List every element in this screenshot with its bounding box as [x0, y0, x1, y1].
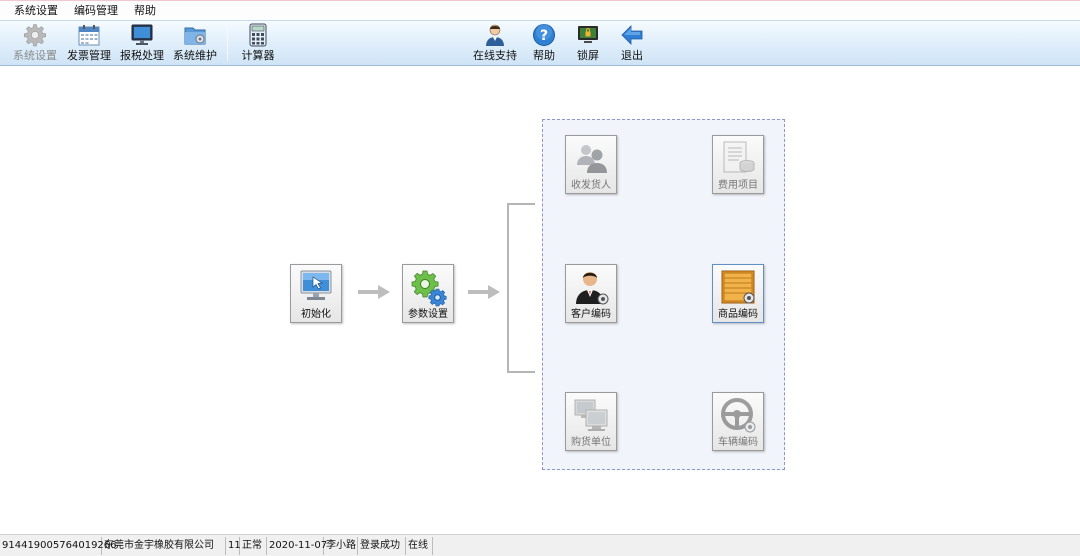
toolbar-online-support-button[interactable]: 在线支持: [470, 23, 520, 65]
goods-box-icon: [721, 270, 755, 304]
status-period: 11: [226, 536, 241, 555]
init-label: 初始化: [301, 309, 331, 320]
vehicle-code-button[interactable]: 车辆编码: [712, 392, 764, 451]
customer-code-label: 客户编码: [571, 309, 611, 320]
toolbar-label: 系统设置: [13, 49, 57, 62]
toolbar-system-settings-button[interactable]: 系统设置: [10, 23, 60, 65]
menu-help[interactable]: 帮助: [134, 3, 156, 17]
status-user: 李小路: [324, 536, 358, 555]
buyer-unit-button[interactable]: 购货单位: [565, 392, 617, 451]
buyer-unit-label: 购货单位: [571, 437, 611, 448]
status-state: 正常: [240, 536, 267, 555]
toolbar-invoice-button[interactable]: 发票管理: [64, 23, 114, 65]
exit-arrow-icon: [621, 25, 643, 45]
toolbar-label: 退出: [621, 49, 643, 62]
params-settings-label: 参数设置: [408, 309, 448, 320]
toolbar-help-button[interactable]: ? 帮助: [526, 23, 562, 65]
menu-code-management[interactable]: 编码管理: [74, 3, 118, 17]
toolbar-label: 计算器: [241, 49, 275, 62]
flow-bracket: [507, 203, 535, 373]
steering-wheel-icon: [721, 398, 756, 433]
toolbar-label: 锁屏: [577, 49, 599, 62]
status-online: 在线: [406, 536, 433, 555]
init-button[interactable]: 初始化: [290, 264, 342, 323]
invoice-calendar-icon: [78, 25, 100, 46]
status-company: 东莞市金宇橡胶有限公司: [102, 536, 226, 555]
customer-icon: [576, 272, 609, 305]
computer-cursor-icon: [300, 270, 332, 300]
monitor-icon: [131, 24, 153, 45]
toolbar-label: 报税处理: [120, 49, 164, 62]
buyer-computers-icon: [574, 399, 608, 431]
help-icon: ?: [533, 24, 555, 46]
toolbar-label: 系统维护: [173, 49, 217, 62]
menu-system-settings[interactable]: 系统设置: [14, 3, 58, 17]
workspace: 初始化 参数设置 收发货人: [0, 67, 1080, 532]
status-bar: 914419005764019266 东莞市金宇橡胶有限公司 11 正常 202…: [0, 534, 1080, 556]
status-date: 2020-11-07: [267, 536, 327, 555]
status-tax-id: 914419005764019266: [0, 536, 117, 555]
status-login: 登录成功: [358, 536, 406, 555]
calculator-icon: [249, 23, 267, 47]
vehicle-code-label: 车辆编码: [718, 437, 758, 448]
lock-screen-icon: [578, 26, 598, 43]
toolbar-maintenance-button[interactable]: 系统维护: [170, 23, 220, 65]
toolbar-exit-button[interactable]: 退出: [614, 23, 650, 65]
toolbar-label: 发票管理: [67, 49, 111, 62]
gear-icon: [24, 24, 46, 47]
expense-item-label: 费用项目: [718, 180, 758, 191]
toolbar-label: 在线支持: [473, 49, 517, 62]
goods-code-button[interactable]: 商品编码: [712, 264, 764, 323]
menu-bar: 系统设置 编码管理 帮助: [0, 0, 1080, 20]
consignee-button[interactable]: 收发货人: [565, 135, 617, 194]
gears-icon: [411, 270, 447, 307]
svg-text:?: ?: [540, 28, 548, 44]
folder-gear-icon: [184, 27, 206, 45]
toolbar-tax-filing-button[interactable]: 报税处理: [117, 23, 167, 65]
consignee-icon: [577, 145, 607, 173]
toolbar-label: 帮助: [533, 49, 555, 62]
expense-item-icon: [723, 141, 755, 173]
toolbar-calculator-button[interactable]: 计算器: [235, 23, 281, 65]
consignee-label: 收发货人: [571, 180, 611, 191]
params-settings-button[interactable]: 参数设置: [402, 264, 454, 323]
support-person-icon: [486, 24, 504, 46]
toolbar: 系统设置 发票管理 报税处理: [0, 20, 1080, 66]
toolbar-lock-screen-button[interactable]: 锁屏: [570, 23, 606, 65]
goods-code-label: 商品编码: [718, 309, 758, 320]
flow-arrow-icon: [468, 285, 500, 299]
flow-arrow-icon: [358, 285, 390, 299]
customer-code-button[interactable]: 客户编码: [565, 264, 617, 323]
expense-item-button[interactable]: 费用项目: [712, 135, 764, 194]
toolbar-separator: [227, 27, 228, 61]
